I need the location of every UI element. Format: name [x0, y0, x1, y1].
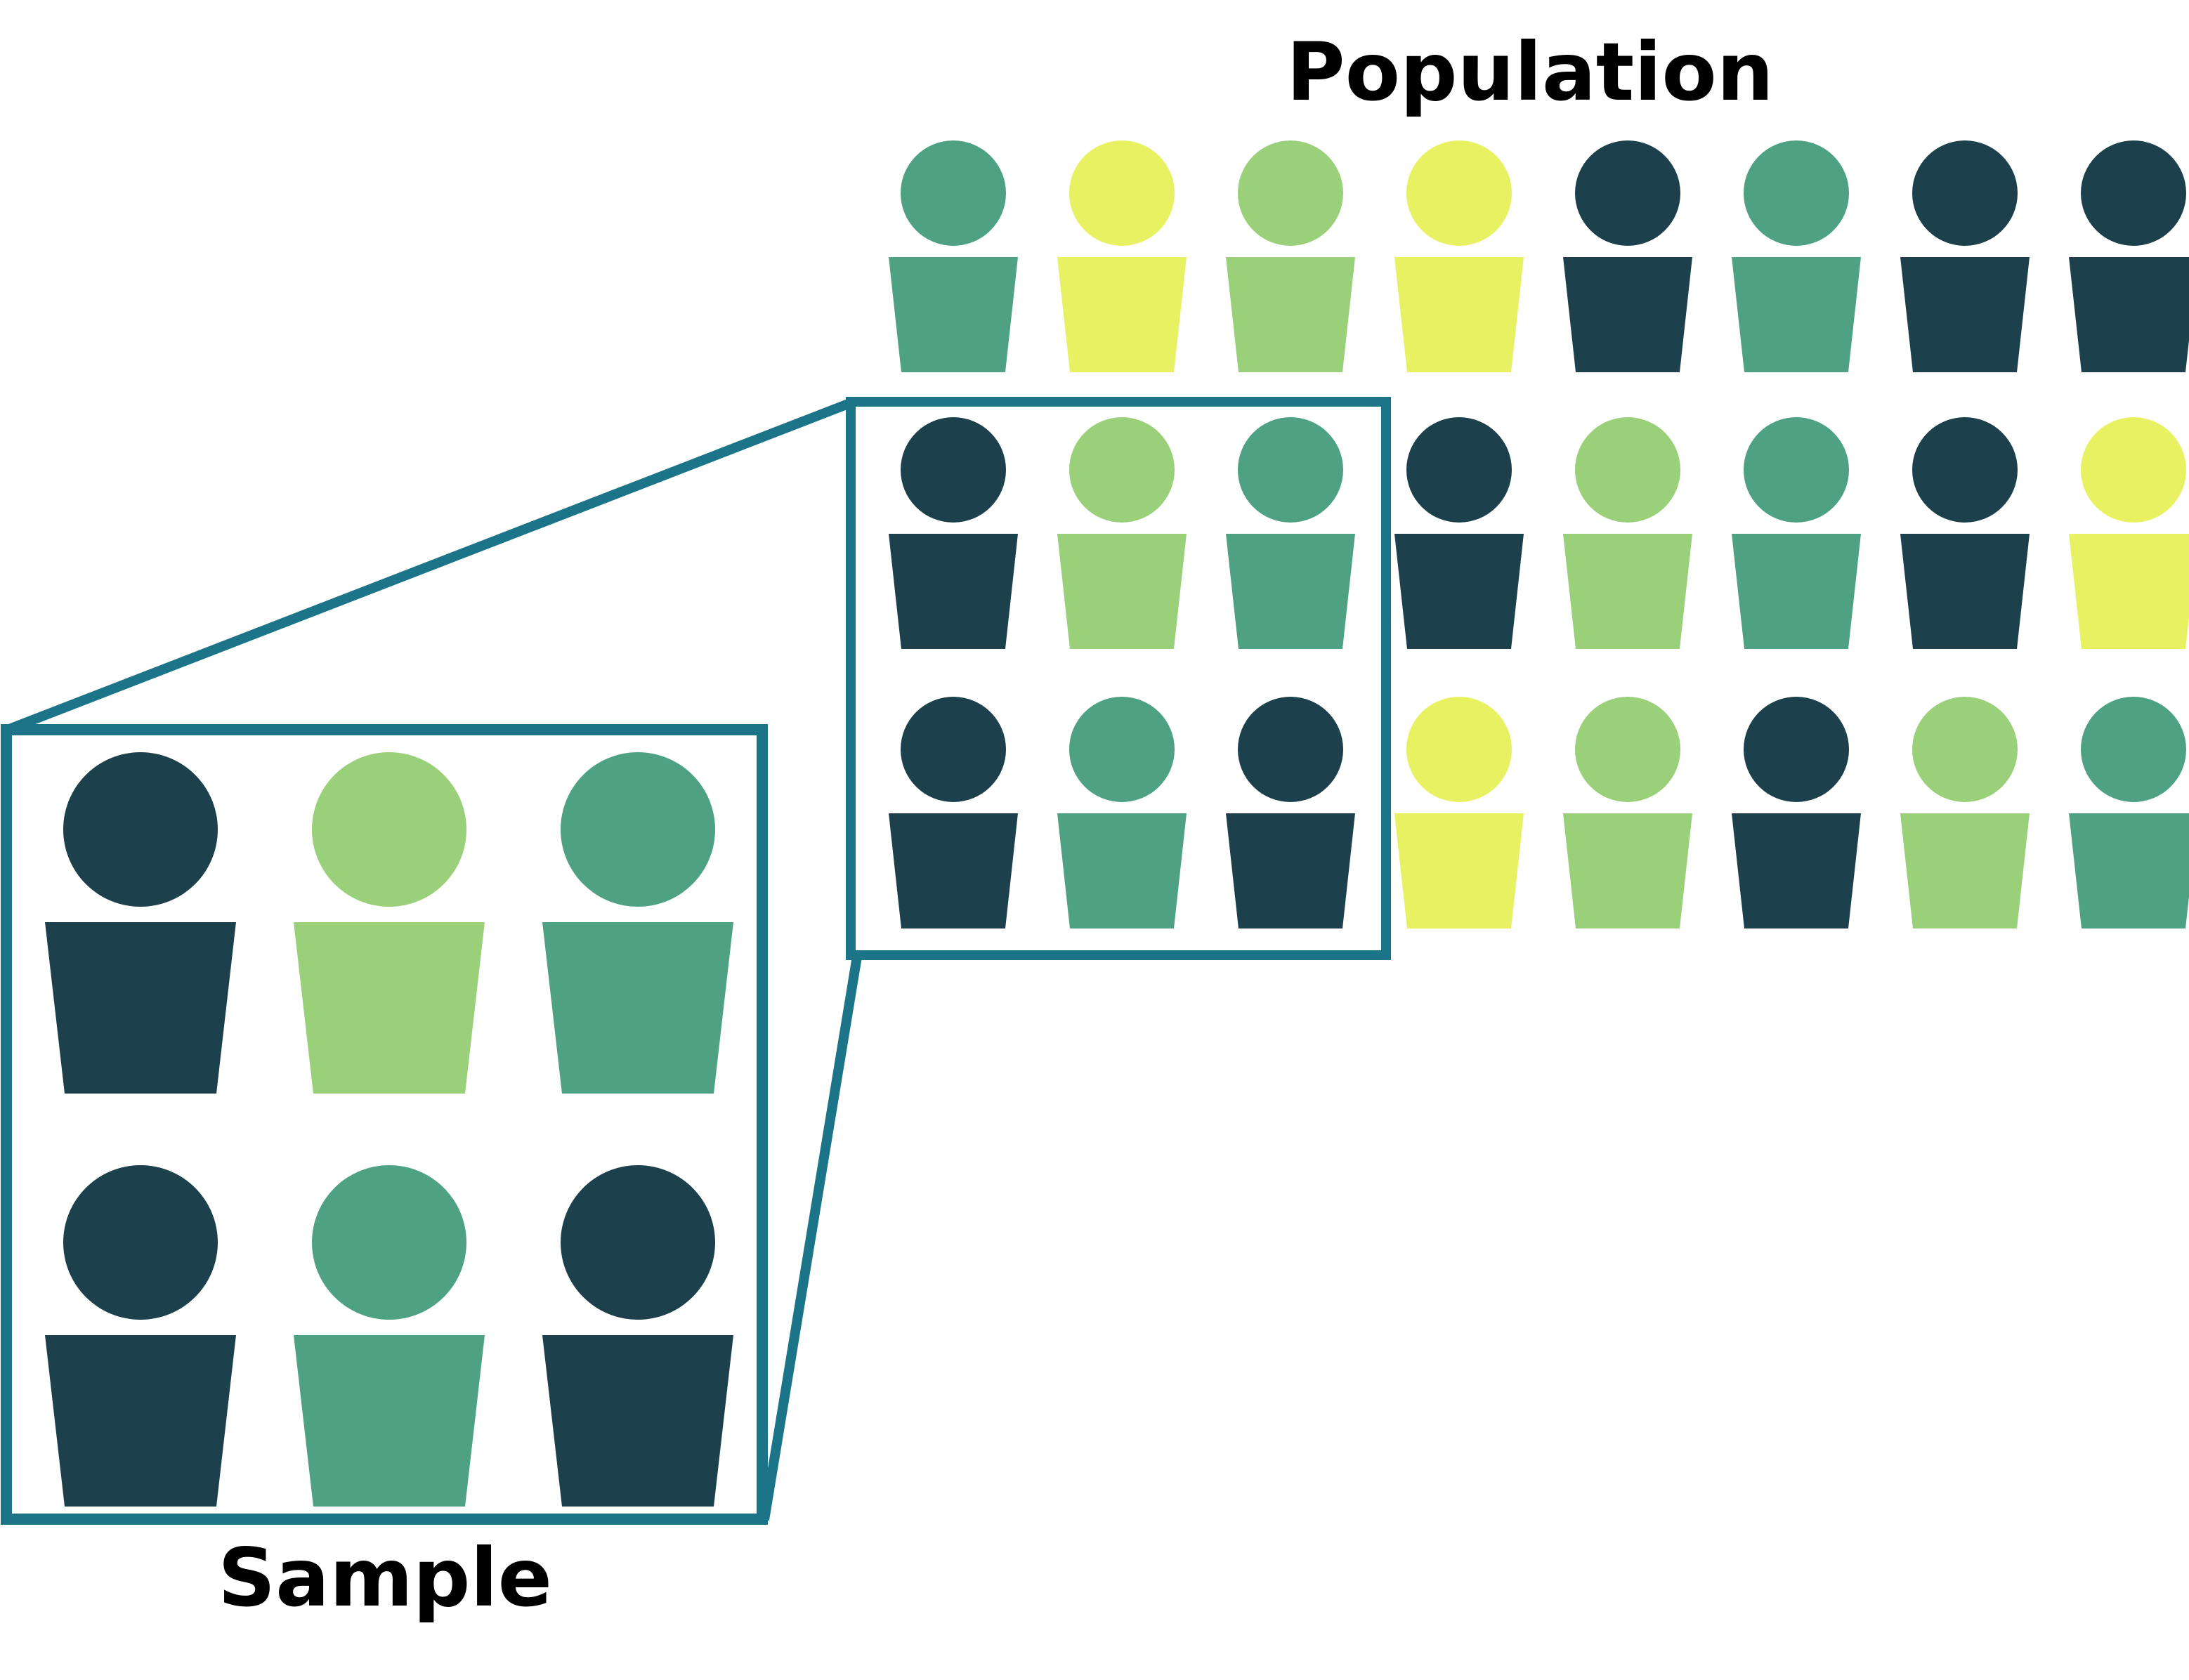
person-icon: [1563, 417, 1692, 649]
person-icon: [1732, 140, 1861, 372]
person-head: [312, 1165, 466, 1320]
person-head: [2081, 140, 2186, 246]
person-icon: [45, 1165, 236, 1507]
person-body: [889, 813, 1018, 928]
person-icon: [1563, 140, 1692, 372]
person-icon: [2069, 697, 2189, 928]
person-head: [1912, 697, 2018, 802]
zoom-connector-top: [4, 398, 852, 735]
person-body: [889, 534, 1018, 649]
person-body: [1900, 257, 2030, 372]
sample-label: Sample: [218, 1531, 552, 1625]
person-icon: [45, 752, 236, 1094]
person-icon: [1900, 417, 2030, 649]
person-head: [1912, 140, 2018, 246]
person-icon: [1057, 697, 1187, 928]
person-body: [1732, 534, 1861, 649]
person-head: [1069, 417, 1175, 523]
person-icon: [1394, 697, 1524, 928]
person-body: [2069, 257, 2189, 372]
person-head: [1069, 140, 1175, 246]
person-body: [2069, 813, 2189, 928]
person-head: [1069, 697, 1175, 802]
person-icon: [889, 417, 1018, 649]
person-body: [889, 257, 1018, 372]
person-head: [1406, 697, 1512, 802]
person-body: [2069, 534, 2189, 649]
person-body: [1057, 813, 1187, 928]
person-head: [1238, 697, 1343, 802]
person-icon: [889, 140, 1018, 372]
person-body: [1900, 534, 2030, 649]
person-head: [1406, 417, 1512, 523]
person-icon: [1394, 140, 1524, 372]
person-body: [1732, 257, 1861, 372]
person-body: [1226, 534, 1355, 649]
person-head: [1238, 140, 1343, 246]
population-grid: [889, 140, 2189, 928]
person-body: [45, 922, 236, 1094]
person-icon: [542, 1165, 733, 1507]
person-body: [1226, 257, 1355, 372]
person-icon: [1563, 697, 1692, 928]
person-body: [1563, 257, 1692, 372]
person-head: [1575, 417, 1680, 523]
sample-grid: [45, 752, 733, 1507]
person-head: [901, 140, 1006, 246]
person-head: [1238, 417, 1343, 523]
person-icon: [1732, 697, 1861, 928]
person-icon: [1226, 417, 1355, 649]
person-head: [1744, 140, 1849, 246]
person-icon: [294, 1165, 485, 1507]
person-body: [1057, 257, 1187, 372]
zoom-connector-bottom: [759, 955, 862, 1521]
person-body: [45, 1335, 236, 1507]
person-icon: [889, 697, 1018, 928]
person-head: [1912, 417, 2018, 523]
person-icon: [294, 752, 485, 1094]
person-head: [1575, 697, 1680, 802]
person-body: [1394, 534, 1524, 649]
person-icon: [1394, 417, 1524, 649]
person-head: [901, 697, 1006, 802]
person-icon: [542, 752, 733, 1094]
person-icon: [1226, 140, 1355, 372]
person-body: [1563, 813, 1692, 928]
person-body: [1394, 813, 1524, 928]
selection-frame: [846, 397, 1391, 960]
person-body: [1226, 813, 1355, 928]
person-body: [1057, 534, 1187, 649]
person-body: [1732, 813, 1861, 928]
person-head: [2081, 417, 2186, 523]
person-icon: [1057, 417, 1187, 649]
person-head: [561, 752, 715, 907]
sample-frame: [1, 724, 768, 1525]
person-icon: [1057, 140, 1187, 372]
person-icon: [2069, 417, 2189, 649]
person-icon: [2069, 140, 2189, 372]
person-icon: [1226, 697, 1355, 928]
person-head: [1406, 140, 1512, 246]
person-body: [542, 922, 733, 1094]
person-icon: [1732, 417, 1861, 649]
person-icon: [1900, 697, 2030, 928]
person-body: [1394, 257, 1524, 372]
person-body: [294, 922, 485, 1094]
person-head: [561, 1165, 715, 1320]
person-head: [2081, 697, 2186, 802]
person-body: [1563, 534, 1692, 649]
person-head: [63, 1165, 218, 1320]
person-head: [1744, 417, 1849, 523]
person-head: [312, 752, 466, 907]
person-head: [901, 417, 1006, 523]
population-label: Population: [1286, 25, 1774, 119]
person-head: [1744, 697, 1849, 802]
person-head: [1575, 140, 1680, 246]
person-head: [63, 752, 218, 907]
person-body: [294, 1335, 485, 1507]
person-body: [542, 1335, 733, 1507]
person-body: [1900, 813, 2030, 928]
person-icon: [1900, 140, 2030, 372]
